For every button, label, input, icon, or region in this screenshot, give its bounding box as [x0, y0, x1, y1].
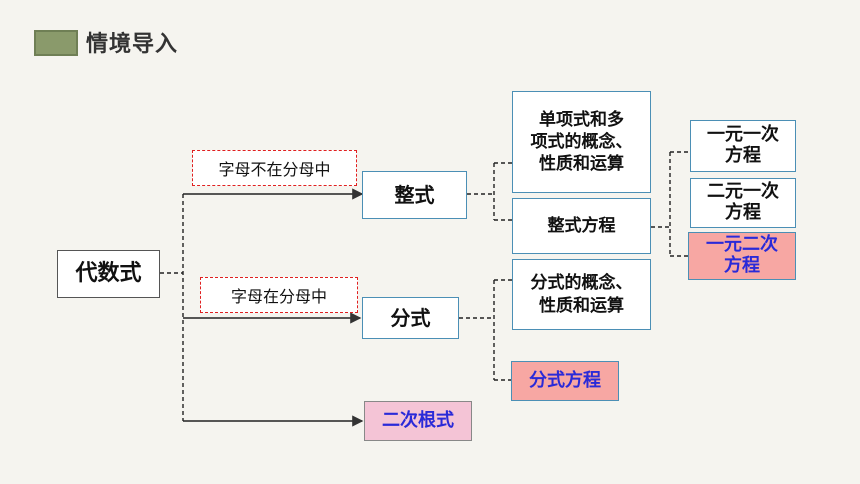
node-quadratic-one-variable: 一元二次 方程 — [688, 232, 796, 280]
node-linear-one-variable: 一元一次 方程 — [690, 120, 796, 172]
label-letter-not-in-denominator: 字母不在分母中 — [192, 150, 357, 186]
node-fractional-expression: 分式 — [362, 297, 459, 339]
page-title: 情境导入 — [86, 32, 179, 57]
node-integral-concepts: 单项式和多 项式的概念、 性质和运算 — [512, 91, 651, 193]
label-letter-in-denominator: 字母在分母中 — [200, 277, 358, 313]
integral-concepts-line-3: 性质和运算 — [539, 154, 624, 175]
integral-concepts-line-2: 项式的概念、 — [530, 131, 633, 152]
integral-concepts-line-1: 单项式和多 — [539, 109, 624, 130]
eq-linear-one-line-1: 一元一次 — [707, 124, 779, 146]
node-fractional-equation: 分式方程 — [511, 361, 619, 401]
node-integral-equation: 整式方程 — [512, 198, 651, 254]
node-integral-expression: 整式 — [362, 171, 467, 219]
fraction-concepts-line-1: 分式的概念、 — [530, 273, 633, 294]
eq-linear-two-line-2: 方程 — [725, 202, 761, 223]
node-fraction-concepts: 分式的概念、 性质和运算 — [512, 259, 651, 330]
eq-quadratic-line-1: 一元二次 — [706, 234, 778, 256]
node-quadratic-radical: 二次根式 — [364, 401, 472, 441]
fraction-concepts-line-2: 性质和运算 — [539, 295, 624, 316]
eq-quadratic-line-2: 方程 — [724, 255, 760, 276]
section-marker-icon — [34, 30, 78, 56]
node-algebraic-expression: 代数式 — [57, 250, 160, 298]
eq-linear-one-line-2: 方程 — [725, 145, 761, 166]
node-linear-two-variable: 二元一次 方程 — [690, 178, 796, 228]
eq-linear-two-line-1: 二元一次 — [707, 181, 779, 203]
